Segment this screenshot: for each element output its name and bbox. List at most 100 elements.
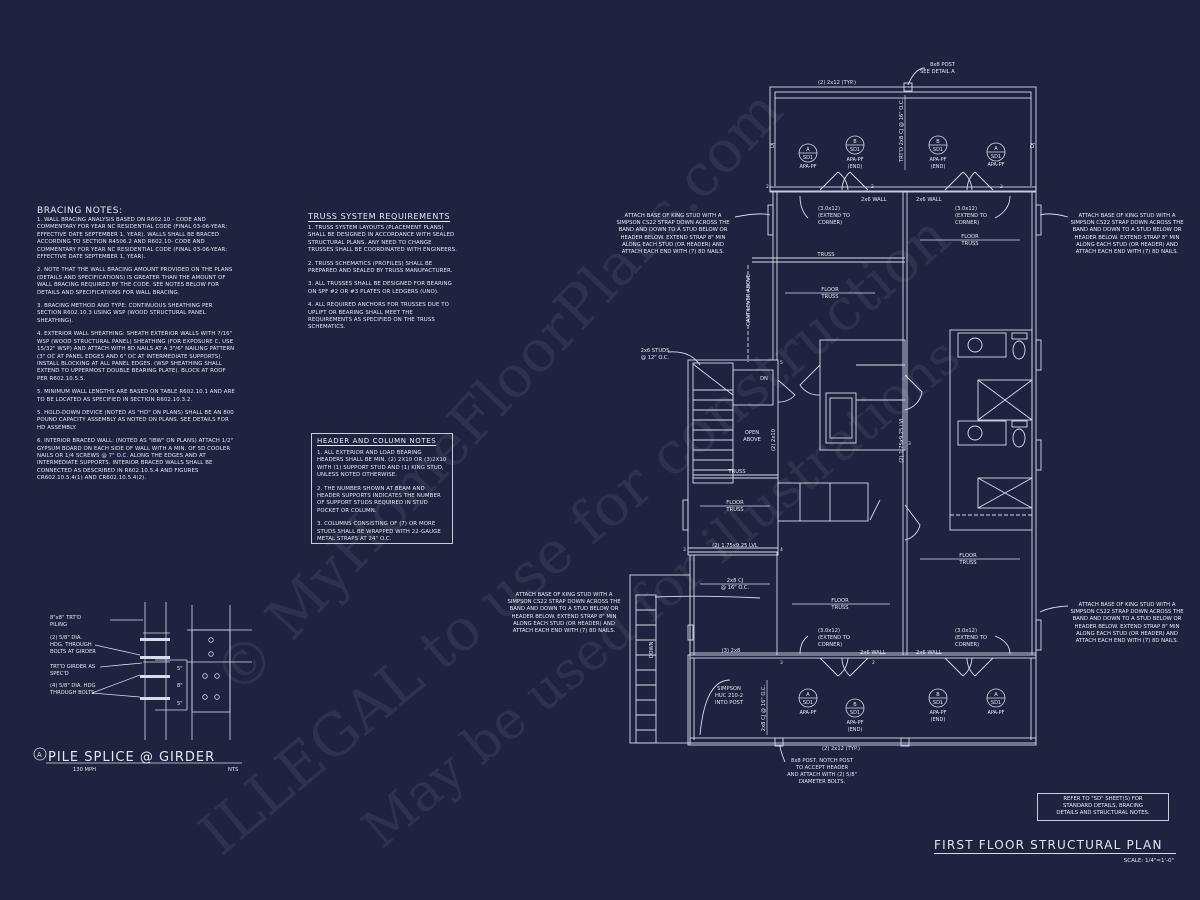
tag-letter: B	[936, 692, 940, 698]
pile-dim: 5"	[177, 666, 183, 672]
tag-sheet: SD1	[991, 700, 1001, 706]
tag-end: (END)	[848, 727, 863, 733]
post-note: TO ACCEPT HEADER	[795, 765, 849, 771]
floor-label: FLOOR	[821, 287, 839, 293]
truss-note: 2. TRUSS SCHEMATICS (PROFILES) SHALL BE …	[308, 260, 453, 275]
header-label: CORNER)	[955, 642, 979, 648]
tag-letter: A	[806, 692, 810, 698]
pile-splice-detail: 8"x8" TRT'D PILING (2) 5/8" DIA. HDG. TH…	[33, 602, 252, 773]
bracing-note: 1. WALL BRACING ANALYSIS BASED ON R602.1…	[37, 217, 228, 261]
studs-label: @ 12" O.C.	[641, 355, 670, 361]
cj-label: 2x8 CJ	[727, 578, 744, 584]
truss-note: 1. TRUSS SYSTEM LAYOUTS (PLACEMENT PLANS…	[308, 225, 457, 254]
pile-label: BOLTS AT GIRDER	[50, 649, 96, 655]
truss-label: TRUSS	[830, 605, 848, 611]
stud-count: 3	[683, 547, 686, 553]
truss-label: TRUSS	[958, 560, 976, 566]
stud-count: 2	[871, 184, 874, 190]
truss-label: TRUSS	[960, 241, 978, 247]
header-column-notes: HEADER AND COLUMN NOTES 1. ALL EXTERIOR …	[311, 433, 453, 544]
tag-sheet: SD1	[803, 700, 813, 706]
tag-letter: B	[936, 139, 940, 145]
tag-label: APA-PF	[929, 157, 946, 163]
truss-note: 3. ALL TRUSSES SHALL BE DESIGNED FOR BEA…	[308, 281, 452, 295]
down-label: DOWN	[649, 641, 655, 658]
king-stud-note: ATTACH BASE OF KING STUD WITH A SIMPSON …	[1070, 602, 1184, 645]
truss-label: TRUSS	[725, 507, 743, 513]
tag-end: (END)	[931, 164, 946, 170]
bracing-note: 4. EXTERIOR WALL SHEATHING: SHEATH EXTER…	[37, 331, 235, 382]
tag-letter: A	[806, 147, 810, 153]
tag-sheet: SD1	[850, 710, 860, 716]
stud-count: 3	[908, 441, 911, 447]
pile-label: PILING	[50, 622, 67, 628]
sheet-title: FIRST FLOOR STRUCTURAL PLAN	[934, 838, 1176, 854]
tag-sheet: SD1	[991, 154, 1001, 160]
truss-requirements-title: TRUSS SYSTEM REQUIREMENTS	[308, 212, 451, 221]
tag-sheet: SD1	[933, 147, 943, 153]
lvl-label: (2) 1.75x9.25 LVL	[899, 417, 905, 463]
pile-dim: 5"	[177, 701, 183, 707]
wall-label: 2x6 WALL	[916, 650, 942, 656]
king-stud-note: ATTACH BASE OF KING STUD WITH A SIMPSON …	[507, 592, 621, 635]
pile-label: THROUGH BOLTS	[49, 690, 94, 696]
open-above-label: OPEN	[745, 430, 759, 436]
post-label: 8x8 POST	[930, 62, 956, 68]
section-tags	[798, 135, 1006, 718]
bracing-note: 2. NOTE THAT THE WALL BRACING AMOUNT PRO…	[37, 267, 233, 296]
floor-label: FLOOR	[961, 234, 979, 240]
stud-count: 2	[1000, 184, 1003, 190]
bracing-note: 3. BRACING METHOD AND TYPE: CONTINUOUS S…	[37, 303, 213, 324]
truss-label: TRUSS	[816, 252, 834, 258]
stud-count: 5	[780, 360, 783, 366]
refer-note-line: STANDARD DETAILS, BRACING	[1063, 803, 1143, 810]
post-note: AND ATTACH WITH (2) 5/8"	[787, 772, 857, 778]
truss-label: TRUSS	[820, 294, 838, 300]
stud-count: 3	[780, 660, 783, 666]
bracing-note: 5. HOLD-DOWN DEVICE (NOTED AS "HD" ON PL…	[37, 409, 234, 431]
header-note: 1. ALL EXTERIOR AND LOAD BEARING HEADERS…	[317, 450, 447, 479]
header-label: (EXTEND TO	[955, 213, 987, 219]
detail-tag: A	[37, 751, 42, 759]
header-note: 3. COLUMNS CONSISTING OF (7) OR MORE STU…	[317, 521, 441, 543]
header-label: (3.0x12)	[955, 628, 977, 634]
header-label: (EXTEND TO	[818, 213, 850, 219]
tag-sheet: SD1	[803, 155, 813, 161]
header-note: 2. THE NUMBER SHOWN AT BEAM AND HEADER S…	[317, 485, 441, 514]
beam-label: (2) 2x12 (TYP.)	[822, 746, 860, 752]
cj-label: TRT'D 2x8 CJ @ 16" O.C.	[899, 99, 905, 163]
header-label: (3.0x12)	[955, 206, 977, 212]
truss-requirements: TRUSS SYSTEM REQUIREMENTS 1. TRUSS SYSTE…	[308, 212, 458, 338]
tag-label: APA-PF	[799, 710, 816, 716]
pile-dim: 8"	[177, 683, 183, 689]
tag-label: APA-PF	[987, 162, 1004, 168]
tag-label: APA-PF	[846, 157, 863, 163]
pile-label: (2) 5/8" DIA.	[50, 635, 82, 641]
bracing-note: 5. MINIMUM WALL LENGTHS ARE BASED ON TAB…	[37, 389, 235, 403]
refer-note-box: REFER TO "SD" SHEET(S) FOR STANDARD DETA…	[1037, 793, 1169, 821]
dj-label: DJ	[770, 142, 776, 148]
post-note: DIAMETER BOLTS.	[799, 779, 846, 785]
tag-end: (END)	[931, 717, 946, 723]
wall-label: 2x6 WALL	[861, 197, 887, 203]
floor-label: FLOOR	[959, 553, 977, 559]
pile-label: SPEC'D	[50, 671, 69, 677]
pile-label: 8"x8" TRT'D	[50, 615, 81, 621]
pile-detail-scale: NTS	[228, 767, 238, 773]
truss-label: TRUSS	[727, 469, 745, 475]
studs-label: 2x6 STUDS	[641, 348, 670, 354]
wall-label: 2x6 WALL	[860, 650, 886, 656]
header-label: CORNER)	[818, 220, 842, 226]
cantilever-label: CANTILEVER ABOVE	[746, 274, 752, 326]
header-label: CORNER)	[955, 220, 979, 226]
pile-label: (4) 5/8" DIA. HDG	[50, 683, 96, 689]
simpson-label: HUC 210-2	[715, 693, 743, 699]
dn-label: DN	[760, 376, 768, 382]
bracing-notes: BRACING NOTES: 1. WALL BRACING ANALYSIS …	[37, 206, 237, 489]
sheet-scale: SCALE: 1/4"=1'-0"	[1123, 858, 1174, 864]
refer-note-line: DETAILS AND STRUCTURAL NOTES.	[1056, 810, 1150, 817]
tag-label: APA-PF	[987, 710, 1004, 716]
header-notes-title: HEADER AND COLUMN NOTES	[317, 437, 437, 445]
header-label: CORNER)	[818, 642, 842, 648]
